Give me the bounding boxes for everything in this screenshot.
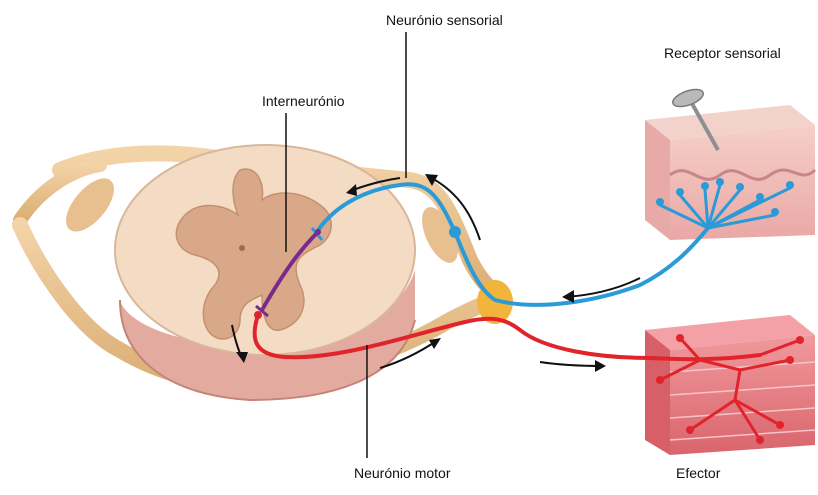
effector-muscle bbox=[645, 315, 815, 455]
sensory-receptor-label: Receptor sensorial bbox=[664, 46, 781, 60]
arrow-to-effector-icon bbox=[540, 362, 603, 366]
effector-label: Efector bbox=[676, 466, 720, 480]
interneuron-label: Interneurónio bbox=[262, 94, 345, 108]
spinal-cord bbox=[115, 145, 415, 400]
sensory-neuron-label: Neurónio sensorial bbox=[386, 13, 503, 27]
motor-neuron-label: Neurónio motor bbox=[354, 466, 451, 480]
